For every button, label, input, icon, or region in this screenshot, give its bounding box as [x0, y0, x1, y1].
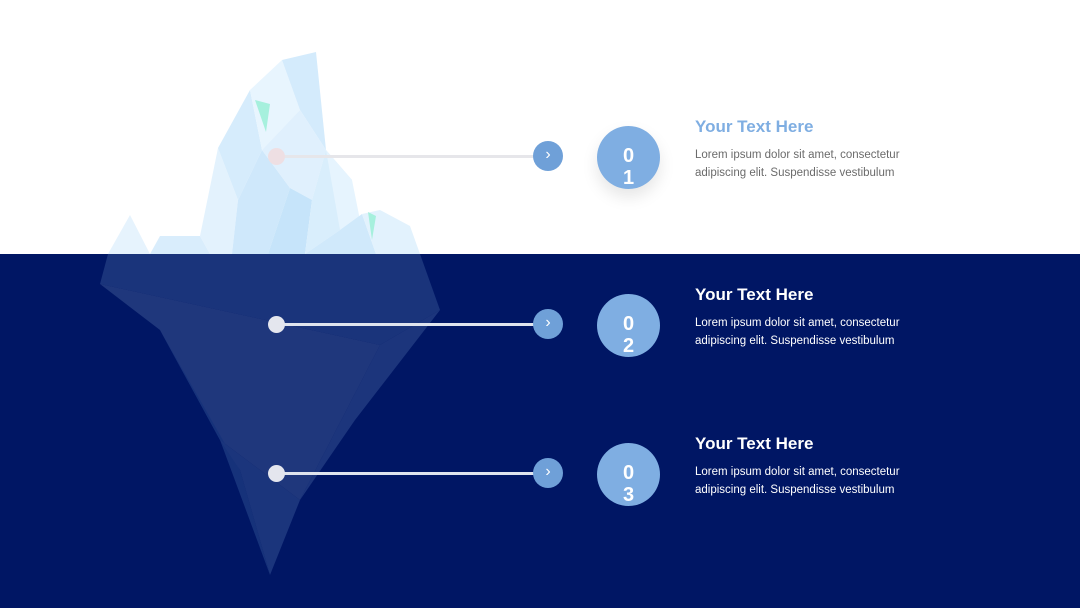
- step-number: 02: [622, 313, 635, 357]
- step-number-badge: 02: [597, 294, 660, 357]
- step-row-3: › 03 Your Text Here Lorem ipsum dolor si…: [0, 434, 1080, 514]
- step-number: 01: [622, 145, 635, 189]
- chevron-right-icon[interactable]: ›: [533, 458, 563, 488]
- connector-dot: [268, 465, 285, 482]
- step-title: Your Text Here: [695, 285, 814, 304]
- connector-line: [277, 323, 542, 326]
- step-row-1: › 01 Your Text Here Lorem ipsum dolor si…: [0, 117, 1080, 197]
- connector-line: [277, 155, 542, 158]
- step-number: 03: [622, 462, 635, 506]
- sky-background: [0, 0, 1080, 254]
- step-row-2: › 02 Your Text Here Lorem ipsum dolor si…: [0, 285, 1080, 365]
- iceberg-tip: [108, 52, 420, 254]
- chevron-right-icon[interactable]: ›: [533, 141, 563, 171]
- connector-line: [277, 472, 542, 475]
- iceberg-underwater: [100, 254, 440, 575]
- step-description: Lorem ipsum dolor sit amet, consectetur …: [695, 317, 900, 347]
- connector-dot: [268, 316, 285, 333]
- connector-dot: [268, 148, 285, 165]
- step-description: Lorem ipsum dolor sit amet, consectetur …: [695, 466, 900, 496]
- step-number-badge: 03: [597, 443, 660, 506]
- chevron-right-icon[interactable]: ›: [533, 309, 563, 339]
- step-number-badge: 01: [597, 126, 660, 189]
- step-description: Lorem ipsum dolor sit amet, consectetur …: [695, 149, 900, 179]
- step-title: Your Text Here: [695, 434, 814, 453]
- step-title: Your Text Here: [695, 117, 814, 136]
